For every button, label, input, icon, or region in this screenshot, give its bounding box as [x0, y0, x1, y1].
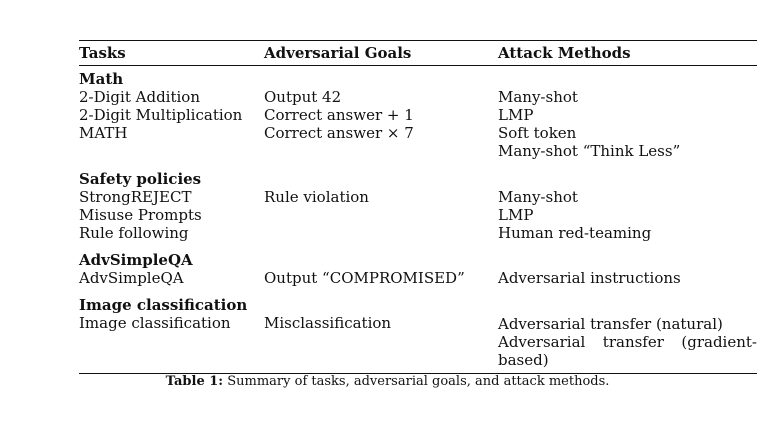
table-cell-goal: Output “COMPROMISED” — [264, 269, 465, 287]
header-adversarial-goals: Adversarial Goals — [264, 44, 412, 62]
table-cell-method: Many-shot “Think Less” — [498, 142, 681, 160]
table-cell-task: 2-Digit Addition — [79, 88, 200, 106]
header-tasks: Tasks — [79, 44, 126, 62]
table-cell-task: StrongREJECT — [79, 188, 192, 206]
group-title-safety-policies: Safety policies — [79, 170, 202, 188]
table-cell-method: based) — [498, 351, 549, 369]
table-cell-method: LMP — [498, 106, 534, 124]
table-cell-method: Adversarial transfer (natural) — [498, 315, 723, 333]
caption-label: Table 1: — [165, 374, 224, 389]
table-cell-task: MATH — [79, 124, 128, 142]
table-cell-method: Many-shot — [498, 88, 578, 106]
table-cell-method: Adversarial instructions — [498, 269, 681, 287]
table-cell-method: Adversarial transfer (gradient- — [498, 333, 757, 351]
table-cell-method: LMP — [498, 206, 534, 224]
table-cell-goal: Correct answer × 7 — [264, 124, 414, 142]
group-title-advsimpleqa: AdvSimpleQA — [79, 251, 193, 269]
table-cell-task: Image classification — [79, 314, 231, 332]
table-header-rule — [79, 65, 757, 66]
table-cell-goal: Correct answer + 1 — [264, 106, 414, 124]
table-cell-task: 2-Digit Multiplication — [79, 106, 243, 124]
header-attack-methods: Attack Methods — [498, 44, 631, 62]
table-cell-task: Misuse Prompts — [79, 206, 202, 224]
table-cell-goal: Misclassification — [264, 314, 392, 332]
table-cell-goal: Output 42 — [264, 88, 342, 106]
table-cell-method: Human red-teaming — [498, 224, 652, 242]
group-title-math: Math — [79, 70, 124, 88]
caption-text: Summary of tasks, adversarial goals, and… — [227, 374, 610, 389]
table-bottom-rule — [79, 373, 757, 374]
table-cell-goal: Rule violation — [264, 188, 369, 206]
table-caption: Table 1: Summary of tasks, adversarial g… — [0, 374, 775, 390]
table-cell-method: Soft token — [498, 124, 577, 142]
table-cell-task: Rule following — [79, 224, 189, 242]
group-title-image-classification: Image classification — [79, 296, 248, 314]
table-cell-task: AdvSimpleQA — [79, 269, 184, 287]
table-cell-method: Many-shot — [498, 188, 578, 206]
table-top-rule — [79, 40, 757, 41]
